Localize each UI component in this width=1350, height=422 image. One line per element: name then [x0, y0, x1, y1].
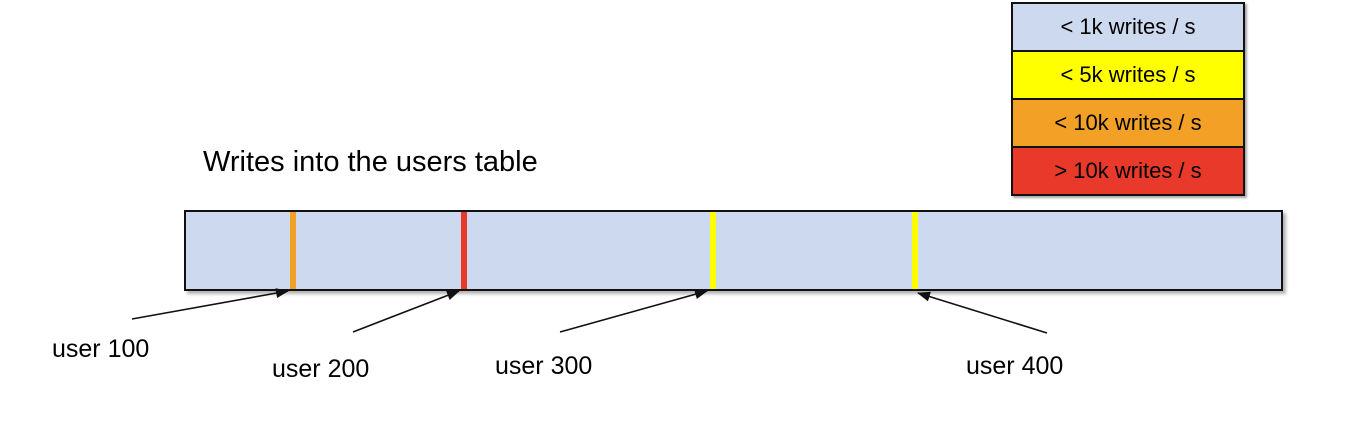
arrow-user-400	[917, 291, 1048, 334]
label-user-200: user 200	[272, 355, 370, 383]
legend: < 1k writes / s < 5k writes / s < 10k wr…	[1011, 2, 1245, 196]
legend-row-lt-1k: < 1k writes / s	[1013, 4, 1243, 52]
write-hotspot-stripe-user-400	[912, 212, 918, 289]
label-user-100: user 100	[52, 335, 150, 363]
label-user-400: user 400	[966, 352, 1064, 380]
write-hotspot-stripe-user-300	[710, 212, 716, 289]
write-hotspot-stripe-user-100	[290, 212, 296, 289]
users-table-bar	[184, 210, 1283, 291]
legend-row-lt-10k: < 10k writes / s	[1013, 100, 1243, 148]
diagram-title: Writes into the users table	[203, 146, 538, 178]
arrow-user-100	[131, 288, 289, 320]
legend-row-gt-10k: > 10k writes / s	[1013, 148, 1243, 194]
arrow-user-300	[559, 289, 708, 333]
legend-row-lt-5k: < 5k writes / s	[1013, 52, 1243, 100]
write-hotspot-stripe-user-200	[461, 212, 467, 289]
label-user-300: user 300	[495, 352, 593, 380]
arrow-user-200	[352, 290, 460, 333]
